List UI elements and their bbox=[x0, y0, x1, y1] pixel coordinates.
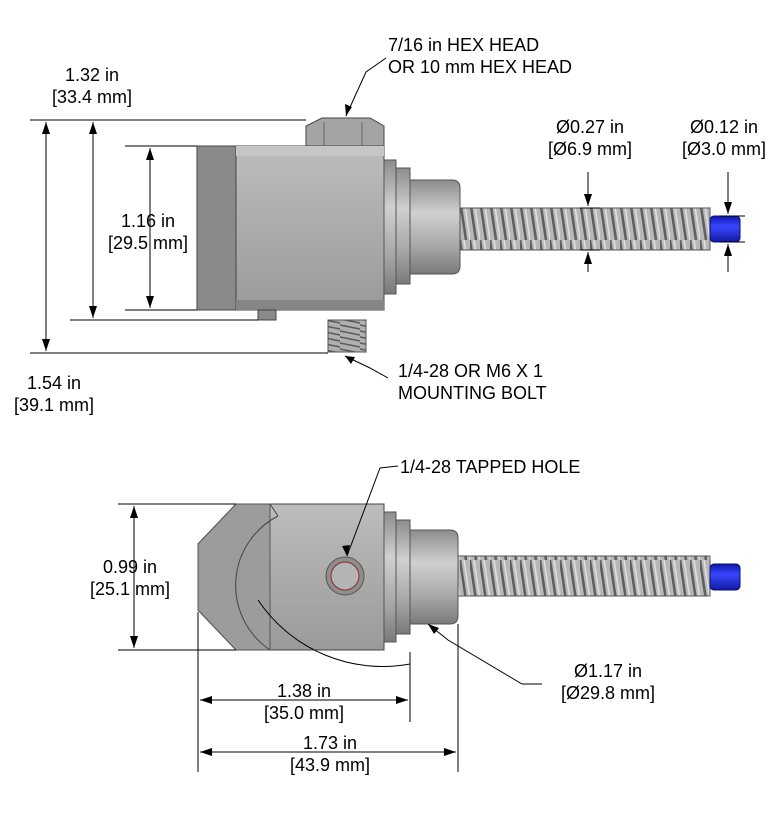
bottom-dimension-lines bbox=[118, 465, 542, 772]
armored-cable-side bbox=[457, 555, 711, 597]
dim-0-99-mm: [25.1 mm] bbox=[89, 579, 171, 599]
dim-dia-0-27-in: Ø0.27 in bbox=[555, 117, 625, 137]
collar-ring-2 bbox=[395, 167, 411, 285]
dim-0-99-in: 0.99 in bbox=[102, 557, 158, 577]
arc-cut-edge bbox=[269, 503, 279, 517]
collar-ring-2-side bbox=[395, 519, 411, 635]
diameter-arc bbox=[257, 599, 411, 668]
bottom-notch bbox=[257, 309, 277, 321]
mounting-bolt-line1: 1/4-28 OR M6 X 1 bbox=[398, 361, 544, 381]
hex-head-facets bbox=[323, 122, 363, 146]
dim-1-54-in: 1.54 in bbox=[26, 373, 82, 393]
sensor-body-top-edge bbox=[236, 146, 384, 156]
dim-dia-0-12-in: Ø0.12 in bbox=[689, 117, 759, 137]
dim-1-38: 1.38 in [35.0 mm] bbox=[242, 680, 366, 724]
dim-1-32: 1.32 in [33.4 mm] bbox=[22, 64, 162, 108]
hex-head bbox=[305, 117, 385, 147]
hex-head-line2: OR 10 mm HEX HEAD bbox=[388, 57, 573, 77]
bottom-view bbox=[197, 503, 741, 668]
dim-1-54: 1.54 in [39.1 mm] bbox=[0, 372, 114, 416]
hex-head-callout: 7/16 in HEX HEAD OR 10 mm HEX HEAD bbox=[388, 34, 572, 78]
dim-dia-0-12: Ø0.12 in [Ø3.0 mm] bbox=[666, 116, 779, 160]
dim-0-99: 0.99 in [25.1 mm] bbox=[70, 556, 190, 600]
mounting-bolt-callout: 1/4-28 OR M6 X 1 MOUNTING BOLT bbox=[398, 360, 547, 404]
top-view bbox=[196, 117, 741, 353]
collar-ring-1 bbox=[383, 159, 397, 295]
armored-cable bbox=[459, 207, 711, 251]
dim-1-73-mm: [43.9 mm] bbox=[289, 755, 371, 775]
hex-head-line1: 7/16 in HEX HEAD bbox=[388, 35, 540, 55]
dim-dia-1-17-in: Ø1.17 in bbox=[573, 661, 643, 681]
dim-1-38-in: 1.38 in bbox=[276, 681, 332, 701]
dim-dia-1-17-mm: [Ø29.8 mm] bbox=[560, 683, 656, 703]
dim-dia-0-27: Ø0.27 in [Ø6.9 mm] bbox=[530, 116, 650, 160]
top-dimension-lines bbox=[30, 57, 745, 379]
dim-1-32-in: 1.32 in bbox=[64, 65, 120, 85]
connector-side bbox=[409, 529, 459, 625]
tapped-hole-inner bbox=[330, 561, 360, 591]
dim-dia-0-27-mm: [Ø6.9 mm] bbox=[547, 139, 632, 159]
tapped-hole-line1: 1/4-28 TAPPED HOLE bbox=[400, 457, 581, 477]
dim-1-38-mm: [35.0 mm] bbox=[263, 703, 345, 723]
mounting-bolt bbox=[327, 319, 367, 353]
dim-dia-0-12-mm: [Ø3.0 mm] bbox=[681, 139, 766, 159]
dim-1-16: 1.16 in [29.5 mm] bbox=[78, 210, 218, 254]
sensor-body-bottom-edge bbox=[236, 300, 384, 310]
collar-ring-1-side bbox=[383, 511, 397, 643]
dim-1-32-mm: [33.4 mm] bbox=[51, 87, 133, 107]
mounting-bolt-line2: MOUNTING BOLT bbox=[398, 383, 547, 403]
dim-1-73-in: 1.73 in bbox=[302, 733, 358, 753]
dim-1-73: 1.73 in [43.9 mm] bbox=[268, 732, 392, 776]
top-dimension-arrows bbox=[42, 104, 732, 364]
dim-1-16-mm: [29.5 mm] bbox=[107, 233, 189, 253]
cable-end-side bbox=[709, 563, 741, 591]
arc-cut bbox=[235, 515, 279, 651]
dim-dia-1-17: Ø1.17 in [Ø29.8 mm] bbox=[546, 660, 670, 704]
connector bbox=[409, 179, 461, 275]
tapped-hole-callout: 1/4-28 TAPPED HOLE bbox=[400, 456, 580, 478]
dim-1-16-in: 1.16 in bbox=[120, 211, 176, 231]
bottom-dimension-arrows bbox=[130, 506, 456, 756]
dim-1-54-mm: [39.1 mm] bbox=[13, 395, 95, 415]
cable-end bbox=[709, 215, 741, 243]
sensor-body-side-chamfer bbox=[197, 503, 271, 651]
